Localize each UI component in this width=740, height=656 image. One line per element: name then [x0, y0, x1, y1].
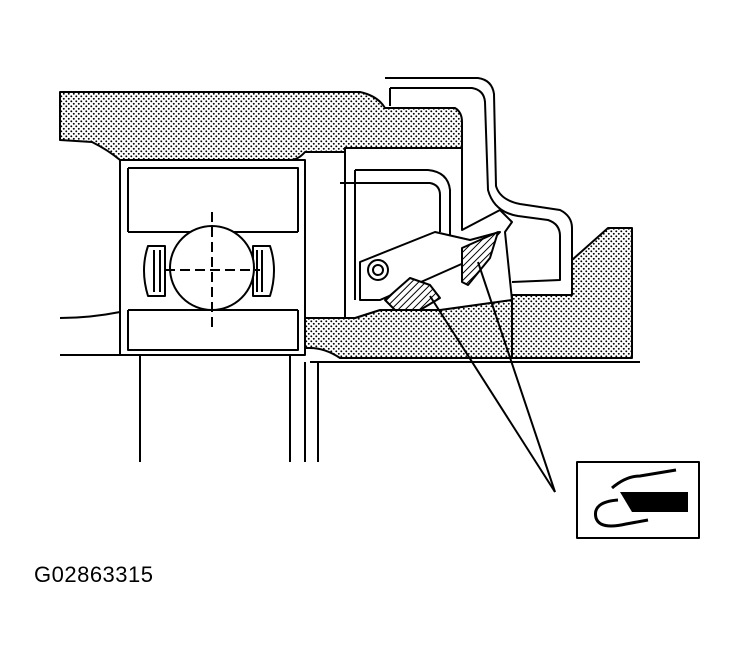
grease-icon — [593, 468, 688, 528]
leader-line-1 — [429, 295, 556, 493]
seal-lip-hatch-2 — [461, 231, 499, 286]
right-housing — [511, 227, 633, 359]
figure-id-label: G02863315 — [34, 562, 154, 587]
garter-spring — [367, 259, 389, 281]
bearing-ball — [169, 225, 255, 311]
housing-collar — [385, 77, 573, 296]
seal-lip-hatch-1 — [384, 277, 441, 311]
leader-line-2 — [477, 261, 556, 493]
housing-collar-inner — [390, 87, 561, 283]
